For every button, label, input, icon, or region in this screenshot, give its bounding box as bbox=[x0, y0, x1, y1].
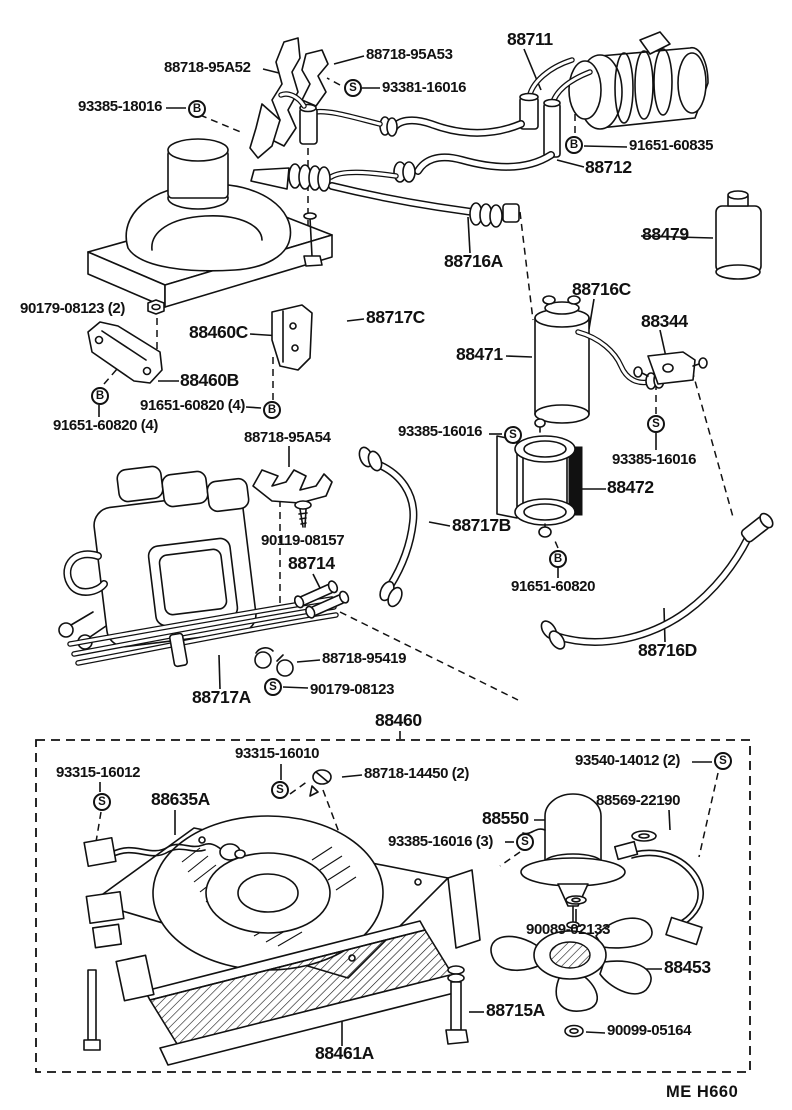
circled-letter-marker-s: S bbox=[93, 793, 111, 811]
part-label-93385-16016: 93385-16016 bbox=[398, 423, 483, 440]
bracket-88460c-art bbox=[271, 304, 313, 371]
part-label-88714: 88714 bbox=[288, 553, 335, 573]
part-label-88569-22190: 88569-22190 bbox=[596, 792, 681, 809]
part-label-91651-60820: 91651-60820 bbox=[511, 578, 596, 595]
part-label-90099-05164: 90099-05164 bbox=[607, 1022, 692, 1039]
part-label-93315-16012: 93315-16012 bbox=[56, 764, 141, 781]
part-label-88718-95a52: 88718-95A52 bbox=[164, 59, 251, 76]
bolt-88715a-art bbox=[445, 965, 469, 1045]
clamp-88718-95419-art bbox=[254, 647, 294, 677]
part-label-91651-60820-4-: 91651-60820 (4) bbox=[53, 417, 158, 434]
part-label-88717c: 88717C bbox=[366, 307, 425, 327]
circled-letter-marker-s: S bbox=[271, 781, 289, 799]
part-label-93385-16016-3-: 93385-16016 (3) bbox=[388, 833, 493, 850]
harness-88635a-art bbox=[83, 836, 246, 949]
condenser-core-art bbox=[115, 920, 459, 1066]
part-label-88717b: 88717B bbox=[452, 515, 511, 535]
fan-88453-art bbox=[490, 917, 653, 1012]
nut-90099-05164-art bbox=[564, 1024, 584, 1038]
part-label-88718-95a54: 88718-95A54 bbox=[244, 429, 331, 446]
part-label-88715a: 88715A bbox=[486, 1000, 545, 1020]
clamp-88472-art bbox=[496, 418, 583, 538]
blower-motor-88550-art bbox=[520, 793, 626, 929]
part-label-93315-16010: 93315-16010 bbox=[235, 745, 320, 762]
part-label-88461a: 88461A bbox=[315, 1043, 374, 1063]
circled-letter-marker-s: S bbox=[647, 415, 665, 433]
receiver-drier-art bbox=[534, 295, 590, 424]
part-label-88718-95a53: 88718-95A53 bbox=[366, 46, 453, 63]
part-label-90179-08123: 90179-08123 bbox=[310, 681, 395, 698]
part-label-88717a: 88717A bbox=[192, 687, 251, 707]
part-label-91651-60820-4-: 91651-60820 (4) bbox=[140, 397, 245, 414]
washer-90089-02133-art bbox=[565, 895, 587, 905]
fitting-88714-art bbox=[293, 580, 350, 619]
part-label-88344: 88344 bbox=[641, 311, 688, 331]
part-label-88460c: 88460C bbox=[189, 322, 248, 342]
part-label-88550: 88550 bbox=[482, 808, 529, 828]
part-label-88711: 88711 bbox=[507, 29, 553, 49]
bracket-88718-95a54-art bbox=[252, 469, 333, 504]
part-label-88718-14450-2-: 88718-14450 (2) bbox=[364, 765, 469, 782]
bracket-88344-art bbox=[633, 351, 708, 385]
circled-letter-marker-s: S bbox=[344, 79, 362, 97]
part-label-88460: 88460 bbox=[375, 710, 422, 730]
part-label-93385-16016: 93385-16016 bbox=[612, 451, 697, 468]
circled-letter-marker-s: S bbox=[714, 752, 732, 770]
hose-88716d-art bbox=[540, 512, 774, 650]
part-label-88472: 88472 bbox=[607, 477, 654, 497]
hoses-88711-88712-88716a-art bbox=[250, 57, 593, 228]
part-label-93540-14012-2-: 93540-14012 (2) bbox=[575, 752, 680, 769]
part-label-90119-08157: 90119-08157 bbox=[261, 532, 345, 549]
circled-letter-marker-b: B bbox=[263, 401, 281, 419]
circled-letter-marker-s: S bbox=[516, 833, 534, 851]
bracket-88460b-art bbox=[87, 299, 165, 384]
circled-letter-marker-b: B bbox=[91, 387, 109, 405]
mount-bolt-left-art bbox=[83, 969, 101, 1051]
part-label-88716a: 88716A bbox=[444, 251, 503, 271]
harness-right-art bbox=[613, 830, 704, 946]
evaporator-unit-art bbox=[58, 465, 257, 650]
circled-letter-marker-s: S bbox=[264, 678, 282, 696]
unit-box-border bbox=[35, 739, 751, 1073]
part-label-88479: 88479 bbox=[642, 224, 689, 244]
compressor-art bbox=[568, 31, 709, 130]
circled-letter-marker-b: B bbox=[549, 550, 567, 568]
part-label-88471: 88471 bbox=[456, 344, 503, 364]
circled-letter-marker-b: B bbox=[188, 100, 206, 118]
oil-bottle-art bbox=[715, 190, 762, 280]
part-label-90179-08123-2-: 90179-08123 (2) bbox=[20, 300, 125, 317]
blower-unit-art bbox=[87, 138, 333, 308]
screw-88718-14450-art bbox=[309, 769, 332, 797]
page-code: ME H660 bbox=[666, 1083, 739, 1101]
part-label-88718-95419: 88718-95419 bbox=[322, 650, 407, 667]
part-label-93385-18016: 93385-18016 bbox=[78, 98, 163, 115]
part-label-93381-16016: 93381-16016 bbox=[382, 79, 467, 96]
part-label-88460b: 88460B bbox=[180, 370, 239, 390]
part-label-88716d: 88716D bbox=[638, 640, 697, 660]
part-label-88453: 88453 bbox=[664, 957, 711, 977]
part-label-90089-02133: 90089-02133 bbox=[526, 921, 611, 938]
part-label-88716c: 88716C bbox=[572, 279, 631, 299]
part-label-88712: 88712 bbox=[585, 157, 632, 177]
part-label-91651-60835: 91651-60835 bbox=[629, 137, 714, 154]
screw-90119-08157-art bbox=[294, 500, 312, 528]
part-label-88635a: 88635A bbox=[151, 789, 210, 809]
hose-88717b-art bbox=[358, 446, 418, 608]
circled-letter-marker-s: S bbox=[504, 426, 522, 444]
circled-letter-marker-b: B bbox=[565, 136, 583, 154]
